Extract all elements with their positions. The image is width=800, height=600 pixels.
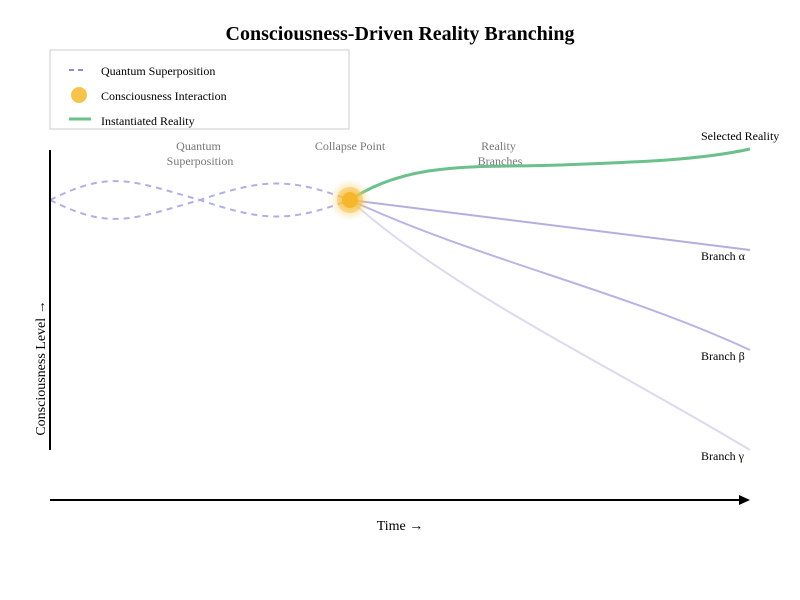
- x-axis-label: Time →: [377, 519, 424, 534]
- glow-dot-icon: [71, 87, 87, 103]
- stage-label-collapse: Collapse Point: [315, 139, 386, 153]
- legend: Quantum Superposition Consciousness Inte…: [49, 49, 350, 130]
- branch-gamma-line: [349, 199, 751, 451]
- branch-label-beta: Branch β: [701, 349, 745, 363]
- diagram-title: Consciousness-Driven Reality Branching: [226, 23, 575, 45]
- legend-label-interaction: Consciousness Interaction: [101, 89, 227, 103]
- legend-label-superposition: Quantum Superposition: [101, 64, 215, 78]
- collapse-point-core: [342, 192, 358, 208]
- branch-beta-line: [349, 199, 751, 351]
- stage-label-branches: Reality Branches: [478, 139, 523, 168]
- x-axis-arrow-icon: [739, 495, 750, 505]
- stage-label-superposition: Quantum Superposition: [167, 139, 234, 168]
- y-axis-label: Consciousness Level →: [34, 300, 49, 435]
- branch-label-alpha: Branch α: [701, 249, 746, 263]
- legend-box: [49, 49, 350, 130]
- selected-reality-line: [349, 147, 751, 202]
- branch-alpha-line: [349, 199, 751, 251]
- branch-label-gamma: Branch γ: [701, 449, 745, 463]
- superposition-wave-lower: [49, 182, 351, 220]
- legend-label-instantiated: Instantiated Reality: [101, 114, 195, 128]
- branch-label-selected: Selected Reality: [701, 129, 779, 143]
- superposition-wave-upper: [49, 180, 351, 218]
